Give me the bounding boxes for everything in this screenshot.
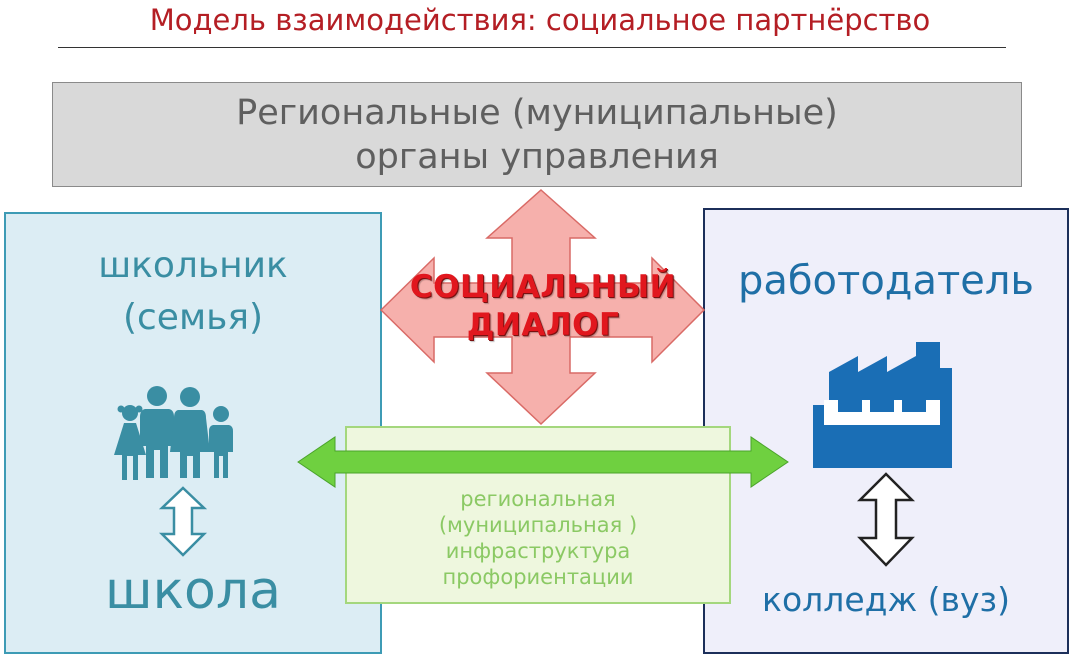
social-dialog-label: СОЦИАЛЬНЫЙ ДИАЛОГ: [382, 268, 704, 344]
government-line-1: Региональные (муниципальные): [236, 92, 838, 133]
school-label: школа: [105, 561, 281, 621]
student-line-2: (семья): [122, 297, 264, 338]
infrastructure-line-2: (муниципальная ): [438, 513, 638, 537]
employer-label: работодатель: [737, 258, 1035, 304]
college-label: колледж (вуз): [762, 580, 1010, 619]
dialog-line-2: ДИАЛОГ: [466, 307, 620, 343]
page-title: Модель взаимодействия: социальное партнё…: [149, 3, 931, 37]
student-line-1: школьник: [98, 245, 288, 286]
school-link-arrow: [158, 486, 208, 557]
infrastructure-line-1: региональная: [460, 487, 616, 511]
infrastructure-line-3: инфраструктура: [445, 539, 631, 563]
dialog-line-1: СОЦИАЛЬНЫЙ: [409, 269, 677, 305]
horizontal-double-arrow: [297, 436, 789, 488]
government-line-2: органы управления: [355, 136, 719, 177]
student-label: школьник (семья): [4, 240, 382, 344]
family-icon: [114, 386, 233, 480]
factory-icon: [813, 342, 952, 468]
infrastructure-line-4: профориентации: [442, 565, 634, 589]
title-divider: [58, 47, 1006, 48]
government-box: Региональные (муниципальные) органы упра…: [52, 82, 1022, 187]
four-way-arrow: [379, 188, 706, 426]
college-link-arrow: [856, 472, 916, 567]
